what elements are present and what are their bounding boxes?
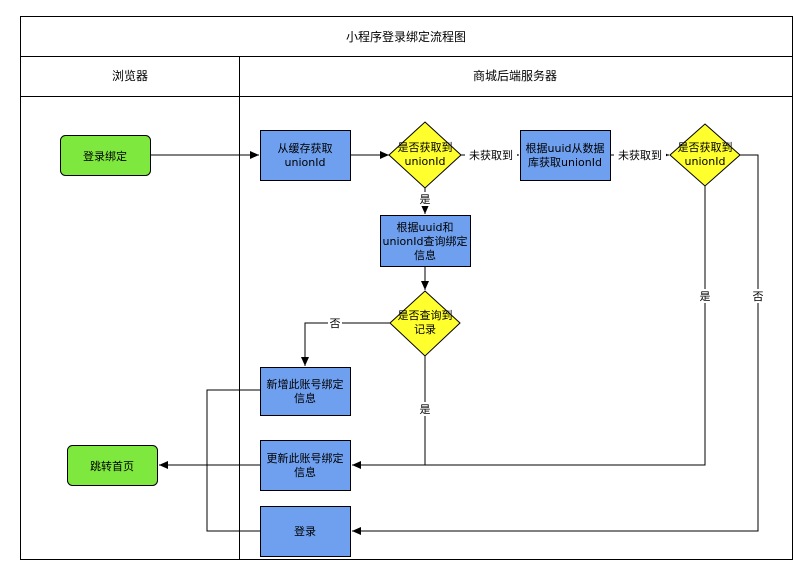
svg-text:是否获取到: 是否获取到 bbox=[398, 141, 453, 154]
decision-check-cache: 是否获取到 unionId bbox=[388, 121, 462, 189]
svg-text:信息: 信息 bbox=[414, 248, 436, 262]
svg-text:记录: 记录 bbox=[414, 323, 436, 336]
decision-check-cache-line2: unionId bbox=[405, 155, 446, 168]
decision-check-db: 是否获取到 unionId bbox=[669, 123, 741, 187]
edge-record-yes-to-update bbox=[352, 356, 426, 469]
decision-check-record-line2: 记录 bbox=[414, 323, 436, 336]
pool-frame bbox=[20, 16, 793, 560]
svg-text:信息: 信息 bbox=[294, 465, 316, 479]
decision-check-cache-line1: 是否获取到 bbox=[398, 141, 453, 154]
svg-text:根据uuid和: 根据uuid和 bbox=[397, 220, 454, 234]
svg-text:新增此账号绑定: 新增此账号绑定 bbox=[267, 377, 344, 391]
edge-add-to-login bbox=[206, 389, 260, 532]
node-query-binding: 根据uuid和 unionId查询绑定 信息 bbox=[380, 215, 471, 267]
connectors bbox=[151, 151, 759, 535]
svg-text:库获取unionId: 库获取unionId bbox=[528, 156, 602, 169]
lane-browser-label: 浏览器 bbox=[112, 68, 148, 83]
node-get-cache: 从缓存获取 unionId bbox=[260, 130, 351, 181]
decision-check-record-line1: 是否查询到 bbox=[398, 308, 453, 322]
node-add-binding: 新增此账号绑定 信息 bbox=[260, 367, 351, 416]
node-get-db-line1: 根据uuid从数据 bbox=[526, 141, 605, 155]
edge-db-yes-to-update bbox=[425, 186, 706, 466]
node-login-bind[interactable]: 登录绑定 bbox=[60, 135, 151, 176]
lane-server-label: 商城后端服务器 bbox=[473, 68, 557, 83]
svg-text:是否获取到: 是否获取到 bbox=[678, 141, 733, 154]
label-yes-record: 是 bbox=[420, 403, 431, 416]
node-add-binding-line2: 信息 bbox=[294, 391, 316, 405]
label-no-db: 否 bbox=[753, 290, 764, 303]
node-query-binding-line3: 信息 bbox=[414, 248, 436, 262]
edge-db-no-to-login bbox=[352, 154, 759, 535]
node-home[interactable]: 跳转首页 bbox=[67, 445, 158, 486]
node-get-cache-line1: 从缓存获取 bbox=[278, 141, 333, 155]
node-update-binding-line1: 更新此账号绑定 bbox=[267, 451, 344, 465]
node-query-binding-line1: 根据uuid和 bbox=[397, 220, 454, 234]
svg-text:更新此账号绑定: 更新此账号绑定 bbox=[267, 451, 344, 465]
label-yes-cache: 是 bbox=[420, 193, 431, 206]
svg-text:信息: 信息 bbox=[294, 391, 316, 405]
svg-text:unionId: unionId bbox=[405, 155, 446, 168]
diagram-title: 小程序登录绑定流程图 bbox=[346, 29, 466, 44]
svg-text:unionId: unionId bbox=[285, 156, 326, 169]
node-login-label: 登录 bbox=[294, 524, 316, 538]
decision-check-db-line1: 是否获取到 bbox=[678, 141, 733, 154]
svg-text:从缓存获取: 从缓存获取 bbox=[278, 141, 333, 155]
label-no-record: 否 bbox=[330, 317, 341, 330]
node-get-db-line2: 库获取unionId bbox=[528, 156, 602, 169]
node-query-binding-line2: unionId查询绑定 bbox=[383, 234, 468, 248]
svg-text:unionId查询绑定: unionId查询绑定 bbox=[383, 234, 468, 248]
node-update-binding-line2: 信息 bbox=[294, 465, 316, 479]
label-not-found-1: 未获取到 bbox=[469, 149, 513, 162]
svg-text:unionId: unionId bbox=[685, 155, 726, 168]
svg-text:是否查询到: 是否查询到 bbox=[398, 308, 453, 322]
node-add-binding-line1: 新增此账号绑定 bbox=[267, 377, 344, 391]
node-get-db: 根据uuid从数据 库获取unionId bbox=[520, 130, 611, 181]
node-home-label: 跳转首页 bbox=[90, 459, 134, 473]
label-yes-db: 是 bbox=[700, 290, 711, 303]
node-update-binding: 更新此账号绑定 信息 bbox=[260, 440, 351, 491]
label-not-found-2: 未获取到 bbox=[618, 149, 662, 162]
svg-text:根据uuid从数据: 根据uuid从数据 bbox=[526, 141, 605, 155]
edge-record-no-to-add bbox=[301, 322, 390, 366]
node-get-cache-line2: unionId bbox=[285, 156, 326, 169]
decision-check-record: 是否查询到 记录 bbox=[389, 290, 461, 357]
node-login[interactable]: 登录 bbox=[260, 506, 351, 557]
decision-check-db-line2: unionId bbox=[685, 155, 726, 168]
node-login-bind-label: 登录绑定 bbox=[83, 149, 127, 163]
